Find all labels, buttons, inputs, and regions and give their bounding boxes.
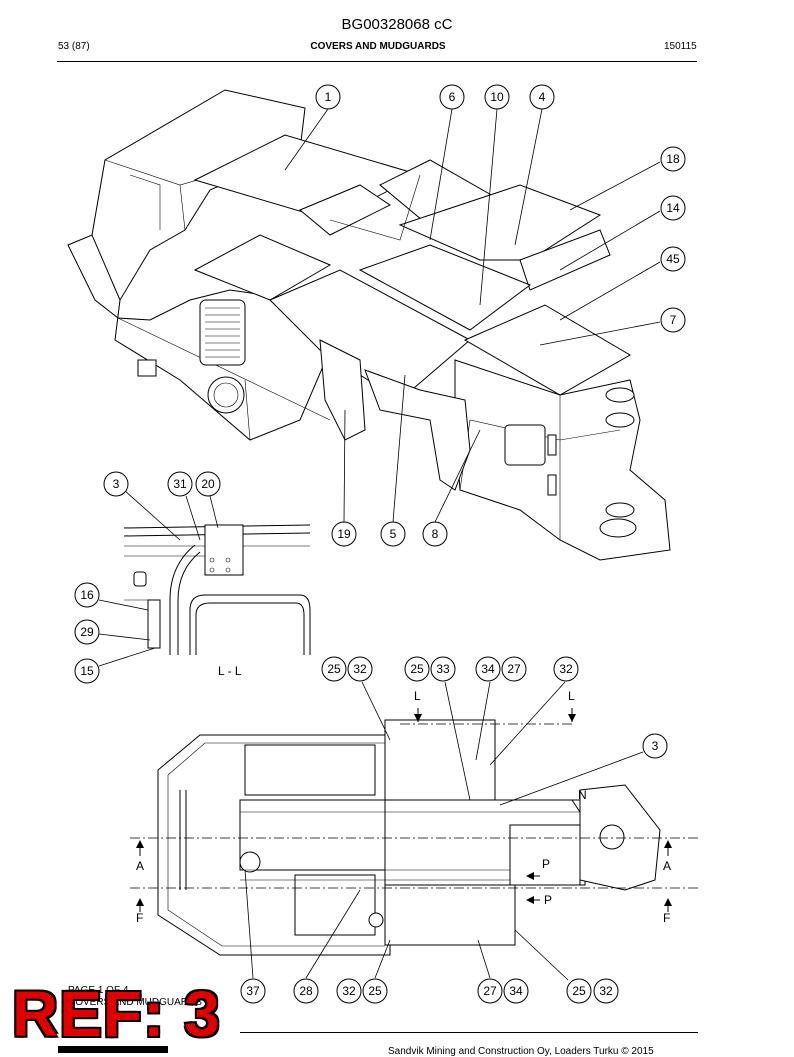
svg-text:10: 10 (490, 90, 504, 104)
svg-text:25: 25 (410, 662, 424, 676)
svg-text:3: 3 (652, 739, 659, 753)
svg-text:34: 34 (481, 662, 495, 676)
marker-f-left: F (136, 911, 143, 925)
ref-stamp: REF: 3 (12, 978, 221, 1050)
callout-plan-34-a[interactable]: 34 (475, 656, 501, 682)
section-view-label: L - L (218, 664, 242, 678)
callout-plan-32-c[interactable]: 32 (336, 978, 362, 1004)
footer-rule (240, 1032, 698, 1033)
svg-text:6: 6 (449, 90, 456, 104)
callout-plan-32-a[interactable]: 32 (347, 656, 373, 682)
callout-5[interactable]: 5 (380, 521, 406, 547)
svg-text:32: 32 (342, 984, 356, 998)
marker-n: N (578, 788, 587, 802)
page-number: 53 (87) (58, 41, 90, 52)
section-markers (136, 708, 672, 912)
callout-plan-33[interactable]: 33 (430, 656, 456, 682)
svg-text:32: 32 (559, 662, 573, 676)
callout-8[interactable]: 8 (422, 521, 448, 547)
marker-f-right: F (663, 911, 670, 925)
callout-plan-27-b[interactable]: 27 (477, 978, 503, 1004)
svg-text:25: 25 (327, 662, 341, 676)
callout-plan-27-a[interactable]: 27 (501, 656, 527, 682)
marker-a-left: A (136, 859, 144, 873)
svg-text:25: 25 (368, 984, 382, 998)
callout-18[interactable]: 18 (660, 146, 686, 172)
callout-1[interactable]: 1 (315, 84, 341, 110)
callout-plan-25-a[interactable]: 25 (321, 656, 347, 682)
marker-a-right: A (663, 859, 671, 873)
isometric-leader-lines (284, 108, 661, 523)
svg-text:19: 19 (337, 527, 351, 541)
callout-16[interactable]: 16 (74, 582, 100, 608)
plan-leader-lines (244, 681, 644, 981)
isometric-view (67, 89, 671, 561)
document-id: BG00328068 cC (341, 16, 453, 33)
footer-copyright: Sandvik Mining and Construction Oy, Load… (388, 1046, 654, 1057)
page-title: COVERS AND MUDGUARDS (310, 41, 446, 52)
footer-page-info: PAGE 1 OF 4 COVERS AND MUDGUARDS (68, 985, 202, 1009)
svg-text:15: 15 (80, 664, 94, 678)
callout-plan-3[interactable]: 3 (642, 733, 668, 759)
callout-19[interactable]: 19 (331, 521, 357, 547)
callout-4[interactable]: 4 (529, 84, 555, 110)
svg-text:1: 1 (325, 90, 332, 104)
svg-text:27: 27 (507, 662, 521, 676)
svg-text:27: 27 (483, 984, 497, 998)
header-rule (57, 61, 697, 62)
callout-45[interactable]: 45 (660, 246, 686, 272)
svg-text:25: 25 (572, 984, 586, 998)
plan-view (130, 719, 700, 956)
callout-7[interactable]: 7 (660, 307, 686, 333)
svg-text:14: 14 (666, 201, 680, 215)
svg-text:45: 45 (666, 252, 680, 266)
svg-text:32: 32 (599, 984, 613, 998)
svg-text:31: 31 (173, 477, 187, 491)
marker-l-right: L (568, 689, 575, 703)
callout-detail-3[interactable]: 3 (103, 471, 129, 497)
revision-date: 150115 (664, 41, 697, 52)
svg-text:16: 16 (80, 588, 94, 602)
svg-text:20: 20 (201, 477, 215, 491)
marker-p-lower: P (544, 893, 552, 907)
svg-text:37: 37 (246, 984, 260, 998)
svg-text:4: 4 (539, 90, 546, 104)
marker-p-upper: P (542, 857, 550, 871)
callout-14[interactable]: 14 (660, 195, 686, 221)
callout-plan-28[interactable]: 28 (293, 978, 319, 1004)
section-marker-labels: L L A A F F N P P (136, 689, 671, 925)
svg-text:18: 18 (666, 152, 680, 166)
callout-plan-37[interactable]: 37 (240, 978, 266, 1004)
svg-text:3: 3 (113, 477, 120, 491)
callout-plan-32-b[interactable]: 32 (553, 656, 579, 682)
footer-page-of: PAGE 1 OF 4 (68, 985, 129, 996)
svg-text:7: 7 (670, 313, 677, 327)
svg-text:33: 33 (436, 662, 450, 676)
callout-plan-25-b[interactable]: 25 (404, 656, 430, 682)
callout-20[interactable]: 20 (195, 471, 221, 497)
svg-text:28: 28 (299, 984, 313, 998)
callout-10[interactable]: 10 (484, 84, 510, 110)
callout-plan-34-b[interactable]: 34 (503, 978, 529, 1004)
callout-plan-25-c[interactable]: 25 (362, 978, 388, 1004)
svg-text:29: 29 (80, 625, 94, 639)
callout-plan-32-d[interactable]: 32 (593, 978, 619, 1004)
detail-leader-lines (98, 489, 219, 667)
callout-6[interactable]: 6 (439, 84, 465, 110)
callout-31[interactable]: 31 (167, 471, 193, 497)
brand-logo-strip (58, 1046, 168, 1053)
svg-text:8: 8 (432, 527, 439, 541)
svg-text:34: 34 (509, 984, 523, 998)
callout-29[interactable]: 29 (74, 619, 100, 645)
footer-section-title: COVERS AND MUDGUARDS (68, 997, 202, 1008)
callout-plan-25-d[interactable]: 25 (566, 978, 592, 1004)
section-detail-view (123, 524, 311, 655)
svg-text:5: 5 (390, 527, 397, 541)
callout-15[interactable]: 15 (74, 658, 100, 684)
marker-l-left: L (414, 689, 421, 703)
svg-text:32: 32 (353, 662, 367, 676)
